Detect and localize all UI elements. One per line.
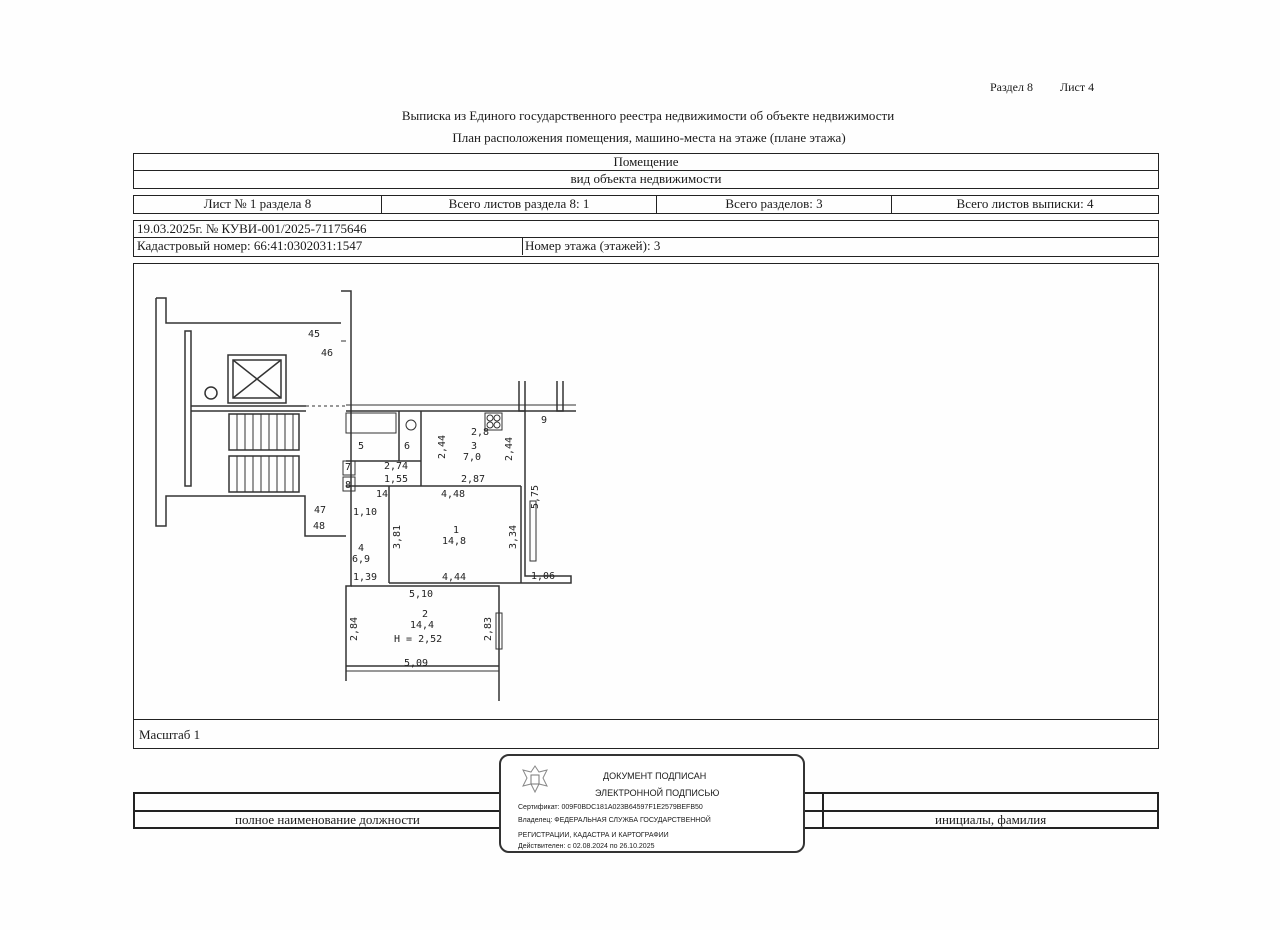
electronic-signature-stamp: ДОКУМЕНТ ПОДПИСАН ЭЛЕКТРОННОЙ ПОДПИСЬЮ С…: [499, 754, 805, 853]
room-4-area: 6,9: [352, 554, 370, 565]
room-3-area: 7,0: [463, 452, 481, 463]
cadastral-number: Кадастровый номер: 66:41:0302031:1547: [137, 238, 363, 253]
room-2-area: 14,4: [410, 620, 434, 631]
floor-plan: 1 14,8 2 14,4 H = 2,52 3 7,0 4 6,9 5 6 7…: [155, 290, 576, 701]
object-table: Помещение вид объекта недвижимости: [133, 153, 1159, 189]
total-sheets-extract: Всего листов выписки: 4: [891, 196, 1158, 213]
room-8-number: 8: [345, 480, 351, 491]
sheet-no: Лист № 1 раздела 8: [203, 196, 312, 211]
dim-45: 45: [308, 329, 320, 340]
document-subtitle: План расположения помещения, машино-мест…: [452, 130, 846, 145]
dim-14: 14: [376, 489, 388, 500]
floor-plan-frame: 1 14,8 2 14,4 H = 2,52 3 7,0 4 6,9 5 6 7…: [133, 263, 1159, 720]
dim-3-34: 3,34: [508, 525, 519, 549]
room-6-number: 6: [404, 441, 410, 452]
dim-2-8: 2,8: [471, 427, 489, 438]
dim-1-39: 1,39: [353, 572, 377, 583]
sheet-info-row: Лист № 1 раздела 8 Всего листов раздела …: [133, 195, 1159, 214]
stamp-certificate: Сертификат: 009F0BDC181A023B64597F1E2579…: [518, 804, 703, 811]
dim-1-10: 1,10: [353, 507, 377, 518]
position-label: полное наименование должности: [235, 812, 420, 827]
sheet-label: Лист 4: [1059, 80, 1095, 94]
dim-1-55: 1,55: [384, 474, 408, 485]
emblem-icon: [522, 765, 548, 794]
document-title: Выписка из Единого государственного реес…: [401, 108, 895, 123]
dim-2-87: 2,87: [461, 474, 485, 485]
room-5-number: 5: [358, 441, 364, 452]
dim-48: 48: [313, 521, 325, 532]
object-kind: вид объекта недвижимости: [570, 171, 722, 186]
stamp-valid: Действителен: с 02.08.2024 по 26.10.2025: [518, 843, 655, 850]
stamp-title: ДОКУМЕНТ ПОДПИСАН: [603, 771, 707, 781]
dim-2-84: 2,84: [349, 617, 360, 641]
room-1-area: 14,8: [442, 536, 466, 547]
name-label: инициалы, фамилия: [935, 812, 1047, 827]
page-section-info: Раздел 8 Лист 4: [990, 80, 1118, 95]
total-sections: Всего разделов: 3: [656, 196, 891, 213]
object-name: Помещение: [134, 154, 1158, 171]
dim-5-10: 5,10: [409, 589, 433, 600]
section-label: Раздел 8: [990, 80, 1033, 94]
doc-info-table: 19.03.2025г. № КУВИ-001/2025-71175646 Ка…: [133, 220, 1159, 257]
dim-47: 47: [314, 505, 326, 516]
room-7-number: 7: [345, 462, 351, 473]
room-4-number: 4: [358, 543, 364, 554]
date-number: 19.03.2025г. № КУВИ-001/2025-71175646: [134, 221, 1158, 238]
scale-label: Масштаб 1: [139, 727, 201, 742]
dim-5-09: 5,09: [404, 658, 428, 669]
stamp-owner: Владелец: ФЕДЕРАЛЬНАЯ СЛУЖБА ГОСУДАРСТВЕ…: [518, 817, 711, 824]
dim-4-48: 4,48: [441, 489, 465, 500]
room-2-height: H = 2,52: [394, 634, 442, 645]
room-3-number: 3: [471, 441, 477, 452]
dim-3-81: 3,81: [392, 525, 403, 549]
room-1-number: 1: [453, 525, 459, 536]
room-2-number: 2: [422, 609, 428, 620]
dim-2-83: 2,83: [483, 617, 494, 641]
dim-2-74: 2,74: [384, 461, 408, 472]
room-9-number: 9: [541, 415, 547, 426]
dim-4-44: 4,44: [442, 572, 466, 583]
dim-2-44: 2,44: [504, 437, 515, 461]
scale-row: Масштаб 1: [133, 720, 1159, 749]
stamp-subtitle: ЭЛЕКТРОННОЙ ПОДПИСЬЮ: [595, 788, 720, 798]
dim-1-06: 1,06: [531, 571, 555, 582]
dim-2-44-b: 2,44: [437, 435, 448, 459]
dim-5-75: 5,75: [530, 485, 541, 509]
stamp-owner-2: РЕГИСТРАЦИИ, КАДАСТРА И КАРТОГРАФИИ: [518, 832, 669, 839]
floor-number: Номер этажа (этажей): 3: [522, 238, 1158, 255]
total-sheets-section: Всего листов раздела 8: 1: [381, 196, 656, 213]
dim-46: 46: [321, 348, 333, 359]
